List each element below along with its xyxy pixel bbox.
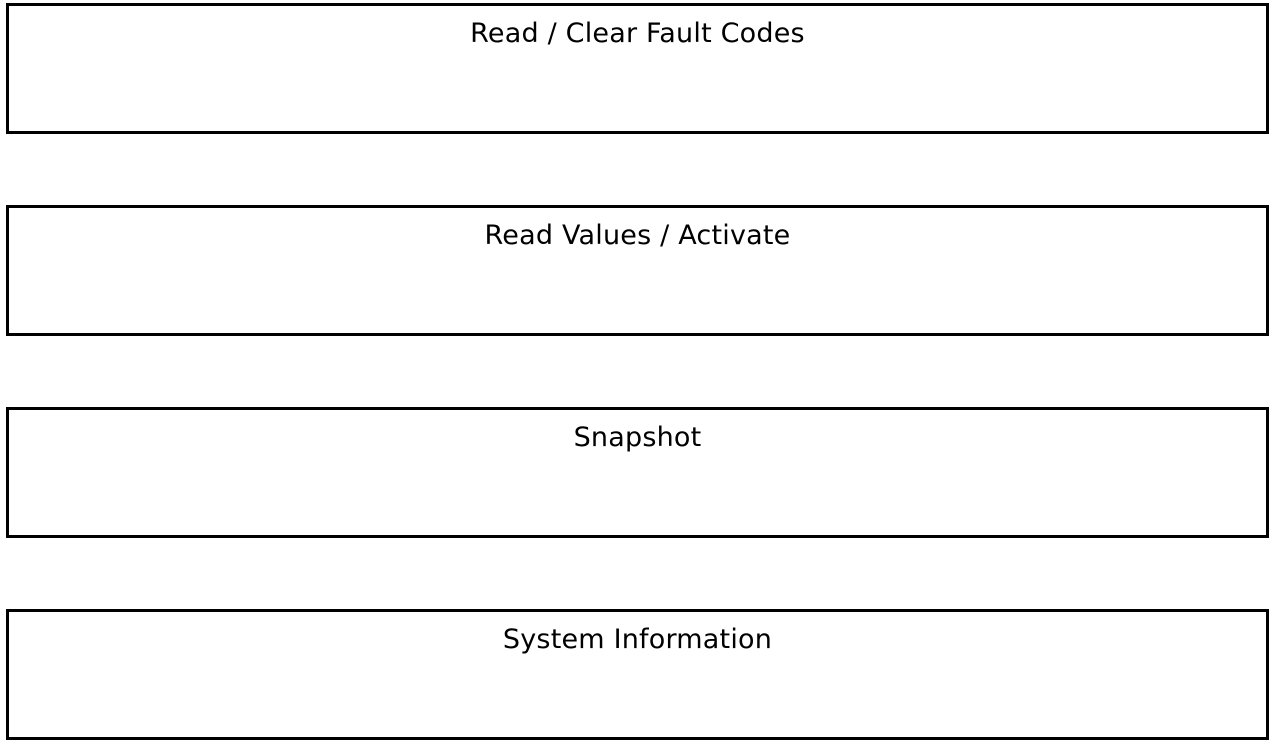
read-values-activate-label: Read Values / Activate	[484, 220, 791, 251]
system-information-label: System Information	[502, 624, 773, 655]
read-clear-fault-codes-label: Read / Clear Fault Codes	[470, 18, 805, 49]
system-information-button[interactable]: System Information	[6, 609, 1269, 740]
read-clear-fault-codes-button[interactable]: Read / Clear Fault Codes	[6, 3, 1269, 134]
read-values-activate-button[interactable]: Read Values / Activate	[6, 205, 1269, 336]
snapshot-label: Snapshot	[573, 422, 702, 453]
snapshot-button[interactable]: Snapshot	[6, 407, 1269, 538]
